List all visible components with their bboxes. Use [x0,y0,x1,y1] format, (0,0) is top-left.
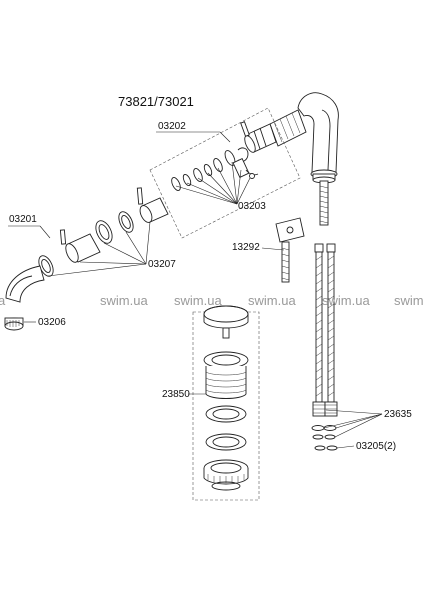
watermark-text: swim.ua [248,293,296,308]
aerator-03206 [4,317,24,331]
leader-lines-23635 [323,409,383,438]
watermark-fragment-right: swim [394,293,424,308]
label-03201: 03201 [9,214,37,225]
cartridge-assembly [240,109,307,153]
label-03206: 03206 [38,317,66,328]
watermark-text: swim.ua [174,293,222,308]
leader-lines-03207 [47,221,151,277]
kit-outline-03202 [149,107,301,239]
label-23850: 23850 [162,389,190,400]
sleeve-stack-03207 [38,187,169,277]
watermark-text: swim.ua [322,293,370,308]
watermark-text: swim.ua [100,293,148,308]
waste-set-23850 [203,305,249,491]
watermark-fragment-left: a [0,293,6,308]
leader-lines-03203 [175,161,251,205]
watermark-row: a swim.ua swim.ua swim.ua swim.ua swim [0,293,424,308]
elbow-spout [5,265,45,303]
label-13292: 13292 [232,242,260,253]
diagram-title: 73821/73021 [118,94,194,109]
label-03202: 03202 [158,121,186,132]
label-03207: 03207 [148,259,176,270]
flex-hoses-23635 [311,243,338,451]
label-23635: 23635 [384,409,412,420]
spout-body [297,92,339,226]
label-03203: 03203 [238,201,266,212]
label-03205: 03205(2) [356,441,396,452]
small-parts-03203 [171,147,259,191]
bracket-13292 [275,217,305,283]
